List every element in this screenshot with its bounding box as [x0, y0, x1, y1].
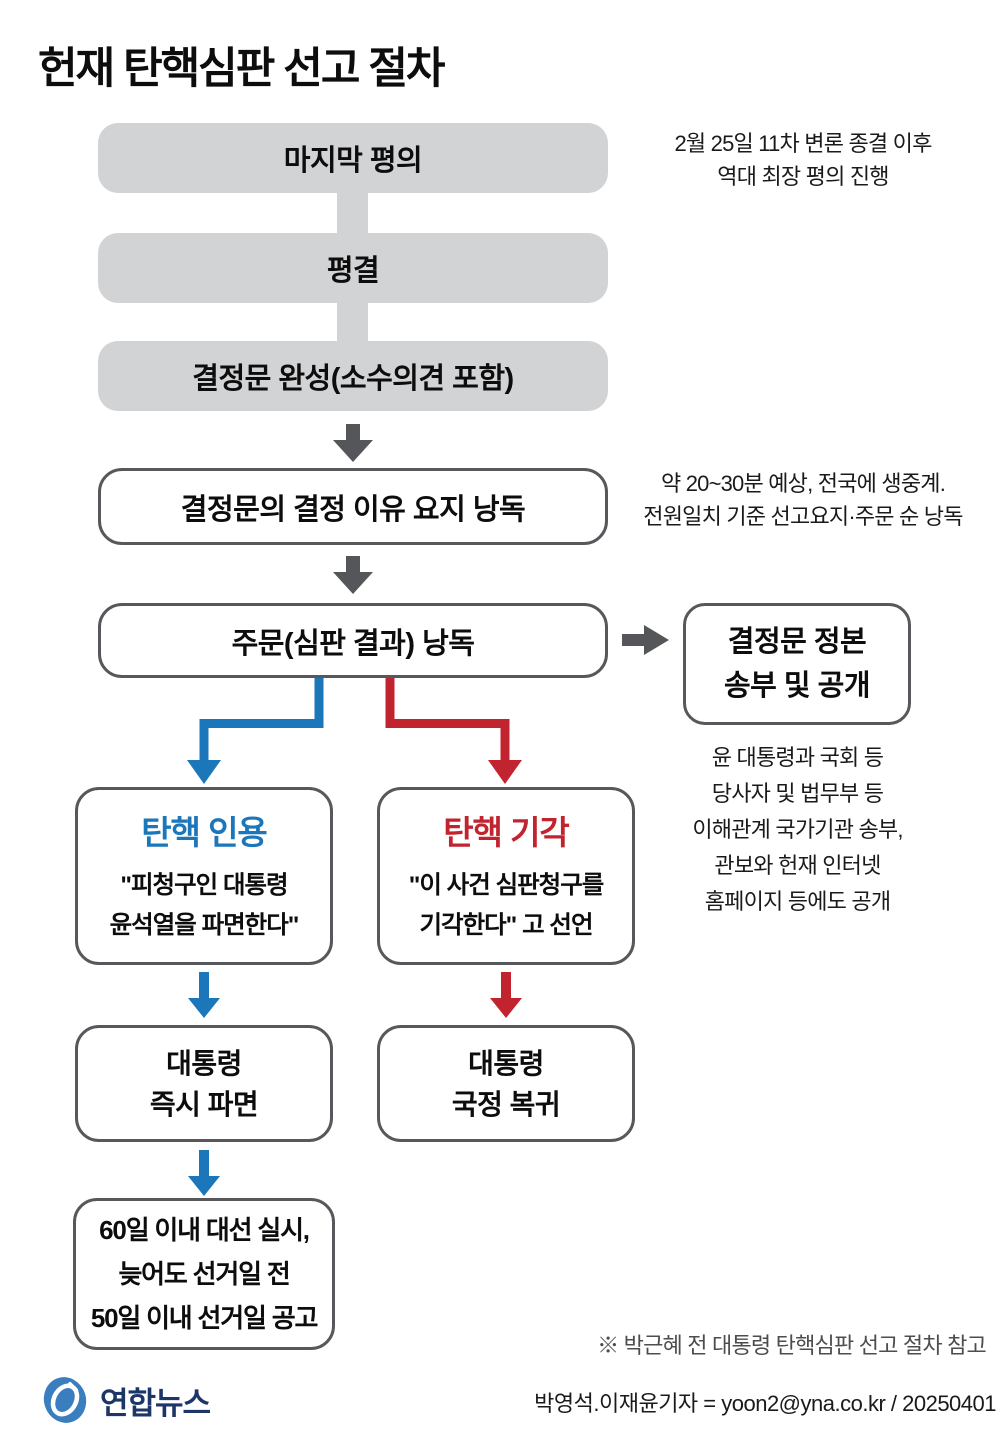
note-deliberation: 2월 25일 11차 변론 종결 이후 역대 최장 평의 진행	[613, 127, 993, 193]
flow-step-label: 주문(심판 결과) 낭독	[231, 627, 475, 660]
note-line: 역대 최장 평의 진행	[717, 164, 889, 189]
yonhap-logo: 연합뉴스	[40, 1376, 211, 1424]
logo-text: 연합뉴스	[100, 1385, 211, 1421]
credit-line: 박영석.이재윤기자 = yoon2@yna.co.kr / 20250401	[534, 1391, 996, 1416]
flow-step-label: 평결	[326, 255, 380, 287]
result-line: 즉시 파면	[149, 1088, 259, 1120]
flow-step-reason-reading: 결정문의 결정 이유 요지 낭독	[98, 468, 608, 545]
note-line: 2월 25일 11차 변론 종결 이후	[674, 131, 932, 156]
followup-line: 50일 이내 선거일 공고	[90, 1303, 319, 1333]
accept-quote-line: "피청구인 대통령	[120, 872, 288, 899]
down-arrow-icon	[333, 424, 373, 462]
reject-quote-line: "이 사건 심판청구를	[408, 872, 605, 899]
note-delivery: 윤 대통령과 국회 등 당사자 및 법무부 등 이해관계 국가기관 송부, 관보…	[655, 740, 940, 920]
flow-step-order-reading: 주문(심판 결과) 낭독	[98, 603, 608, 678]
note-line: 이해관계 국가기관 송부,	[692, 817, 903, 842]
side-box-line: 송부 및 공개	[723, 670, 871, 702]
down-arrow-icon	[333, 556, 373, 594]
branch-connectors	[187, 678, 522, 784]
result-line: 대통령	[166, 1047, 242, 1079]
flow-step-label: 결정문의 결정 이유 요지 낭독	[180, 493, 526, 526]
connector-bar	[337, 302, 368, 342]
blue-down-arrow-icon	[188, 1150, 220, 1196]
flow-step-label: 결정문 완성(소수의견 포함)	[192, 363, 514, 395]
note-line: 약 20~30분 예상, 전국에 생중계.	[660, 471, 946, 496]
branch-line-red	[385, 678, 522, 784]
followup-line: 늦어도 선거일 전	[118, 1259, 290, 1289]
note-line: 당사자 및 법무부 등	[711, 781, 884, 806]
connector-bar	[337, 192, 368, 234]
note-line: 윤 대통령과 국회 등	[711, 745, 884, 770]
blue-down-arrow-icon	[188, 972, 220, 1018]
outcome-accept-box: 탄핵 인용 "피청구인 대통령 윤석열을 파면한다"	[75, 787, 333, 965]
outcome-reject-title: 탄핵 기각	[443, 814, 570, 851]
side-box-delivery: 결정문 정본 송부 및 공개	[683, 603, 911, 725]
outcome-accept-title: 탄핵 인용	[141, 814, 268, 851]
result-reject-box: 대통령 국정 복귀	[377, 1025, 635, 1142]
note-line: 홈페이지 등에도 공개	[704, 889, 891, 914]
followup-accept-box: 60일 이내 대선 실시, 늦어도 선거일 전 50일 이내 선거일 공고	[73, 1198, 335, 1350]
outcome-reject-box: 탄핵 기각 "이 사건 심판청구를 기각한다" 고 선언	[377, 787, 635, 965]
result-line: 대통령	[468, 1047, 544, 1079]
footnote: ※ 박근혜 전 대통령 탄핵심판 선고 절차 참고	[597, 1333, 987, 1358]
flow-step-verdict: 평결	[98, 233, 608, 303]
note-reading: 약 20~30분 예상, 전국에 생중계. 전원일치 기준 선고요지·주문 순 …	[608, 467, 998, 533]
flow-step-last-deliberation: 마지막 평의	[98, 123, 608, 193]
branch-line-blue	[187, 678, 324, 784]
reject-quote-line: 기각한다" 고 선언	[419, 912, 593, 939]
flow-step-decision-complete: 결정문 완성(소수의견 포함)	[98, 341, 608, 411]
side-box-line: 결정문 정본	[727, 626, 867, 658]
followup-line: 60일 이내 대선 실시,	[99, 1215, 310, 1245]
right-arrow-icon	[622, 625, 669, 655]
flow-step-label: 마지막 평의	[283, 145, 423, 177]
accept-quote-line: 윤석열을 파면한다"	[109, 912, 300, 939]
note-line: 전원일치 기준 선고요지·주문 순 낭독	[643, 504, 963, 529]
red-down-arrow-icon	[490, 972, 522, 1018]
page-title: 헌재 탄핵심판 선고 절차	[38, 45, 445, 93]
yonhap-logo-icon	[43, 1377, 87, 1423]
result-line: 국정 복귀	[451, 1088, 561, 1120]
note-line: 관보와 헌재 인터넷	[714, 853, 881, 878]
result-accept-box: 대통령 즉시 파면	[75, 1025, 333, 1142]
